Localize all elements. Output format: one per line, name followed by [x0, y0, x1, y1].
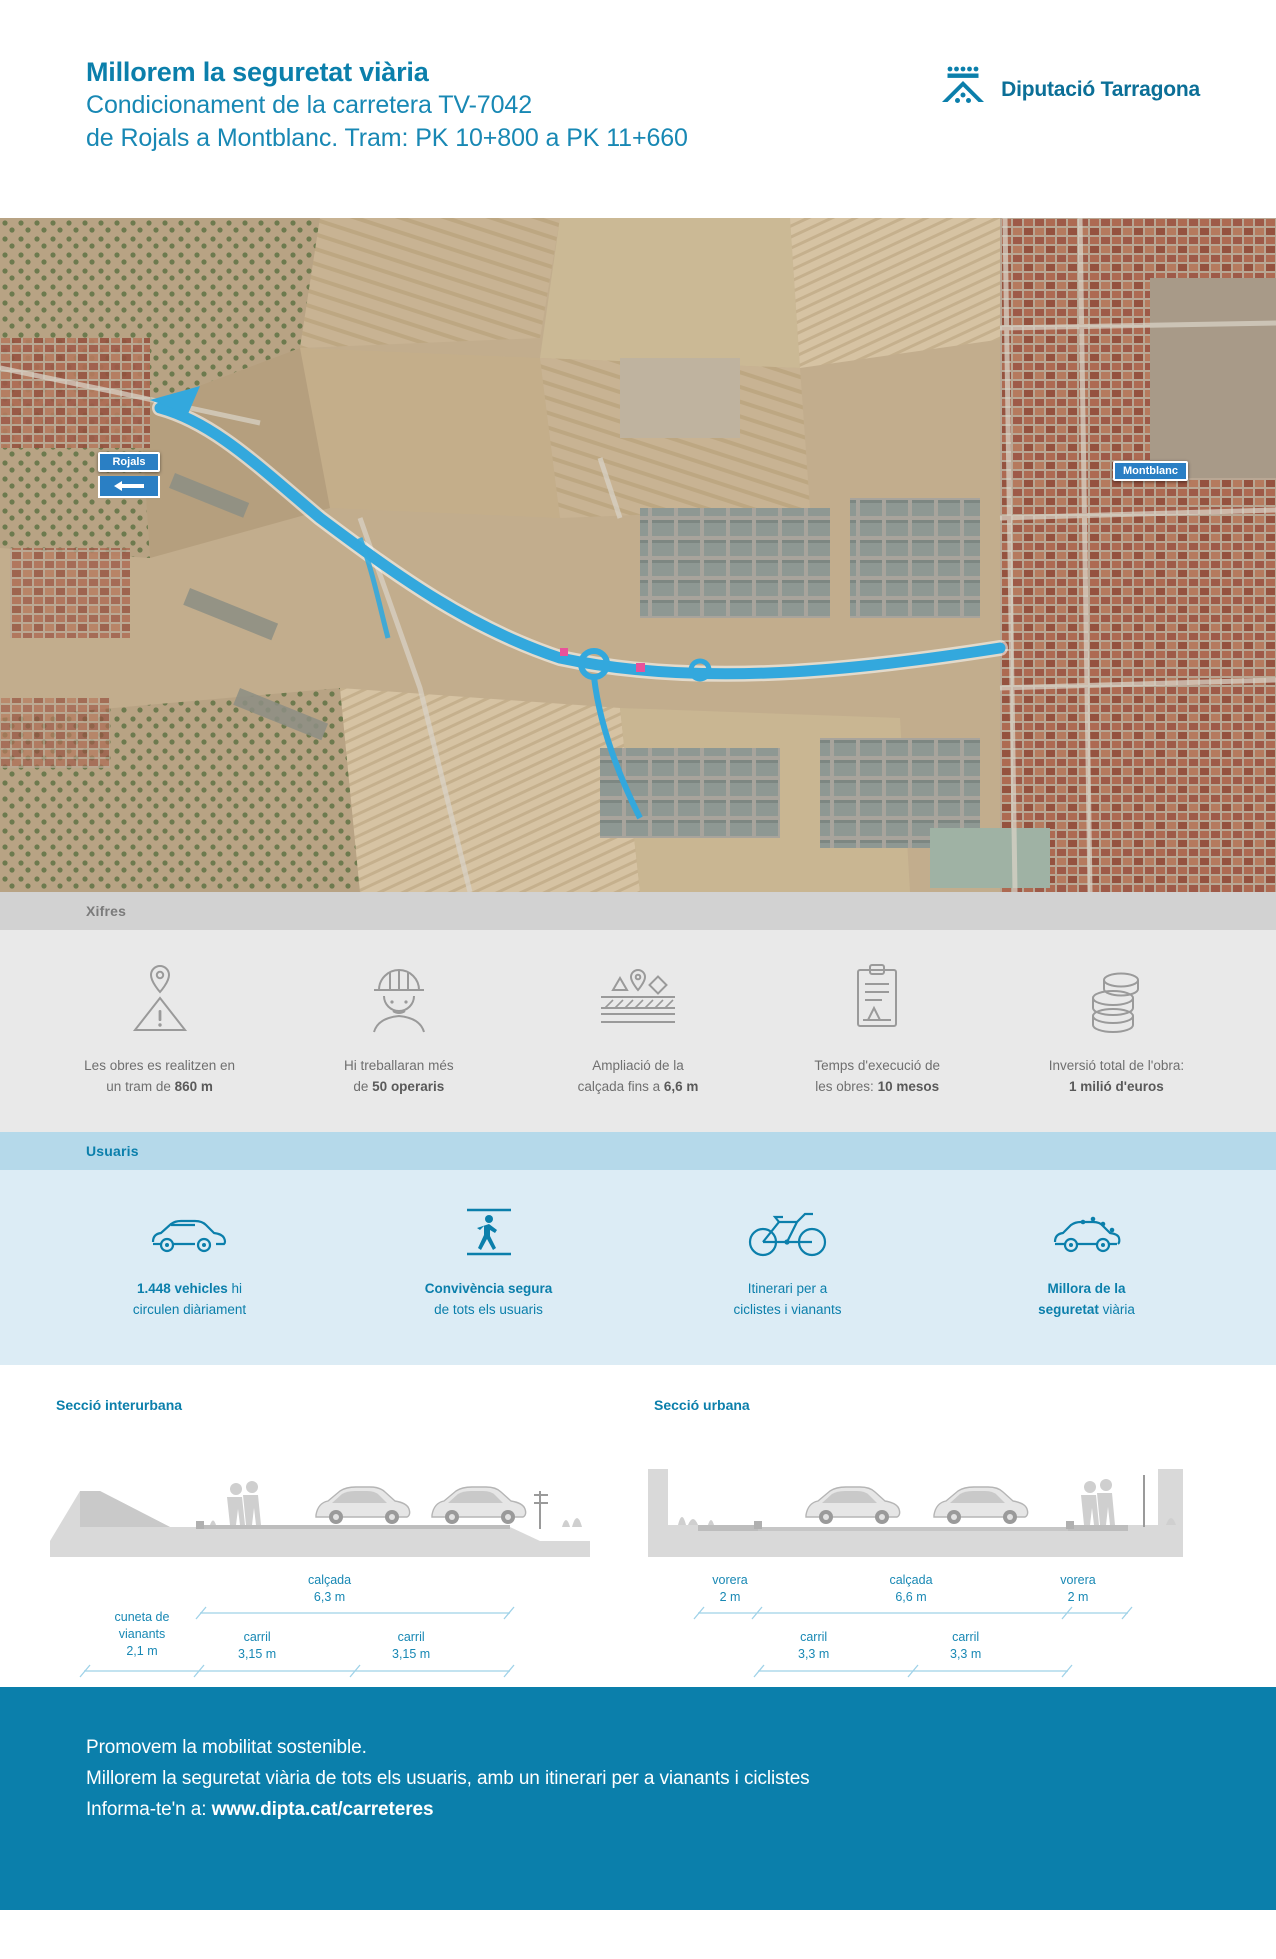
- user-item-vehicles: 1.448 vehicles hi circulen diàriament: [40, 1202, 339, 1321]
- clipboard-schedule-icon: [848, 960, 906, 1034]
- stats-row: Les obres es realitzen en un tram de 860…: [0, 930, 1276, 1132]
- stat-caption-highlight: 1 milió d'euros: [1069, 1078, 1164, 1094]
- user-caption: 1.448 vehicles hi circulen diàriament: [133, 1278, 246, 1321]
- band-usuaris-label: Usuaris: [86, 1142, 139, 1159]
- dim-calcada-urbana: calçada 6,6 m: [889, 1573, 933, 1604]
- user-caption-highlight: Millora de la: [1047, 1280, 1126, 1296]
- section-urbana: Secció urbana: [638, 1397, 1236, 1687]
- car-silhouette-3: [805, 1486, 901, 1525]
- stat-caption-line2: un tram de: [106, 1078, 175, 1094]
- user-caption-highlight-2: seguretat: [1038, 1302, 1099, 1318]
- stat-caption-line1: Temps d'execució de: [814, 1058, 941, 1073]
- section-interurbana-title: Secció interurbana: [56, 1397, 183, 1414]
- page-title: Millorem la seguretat viària: [86, 57, 429, 87]
- cross-sections: Secció interurbana: [0, 1365, 1276, 1688]
- stat-caption-highlight: 10 mesos: [877, 1078, 940, 1094]
- user-caption-line2: de tots els usuaris: [434, 1302, 543, 1318]
- route-highlight: [150, 386, 1008, 820]
- map-sign-rojals: Rojals: [98, 452, 160, 472]
- section-urbana-dimensions: [693, 1606, 1133, 1678]
- user-caption-line2: viària: [1098, 1302, 1135, 1318]
- footer: Promovem la mobilitat sostenible. Millor…: [0, 1687, 1276, 1911]
- coins-stack-icon: [1083, 960, 1149, 1034]
- stat-item-duration: Temps d'execució de les obres: 10 mesos: [758, 960, 997, 1098]
- road-distance-marker-icon: [129, 960, 191, 1034]
- user-caption-line2: ciclistes i vianants: [733, 1302, 842, 1318]
- user-caption: Convivència segura de tots els usuaris: [425, 1278, 553, 1321]
- stat-caption: Temps d'execució de les obres: 10 mesos: [814, 1056, 940, 1098]
- stat-caption-highlight: 50 operaris: [372, 1078, 445, 1094]
- construction-worker-icon: [366, 960, 432, 1034]
- pedestrian-crossing-icon: [459, 1202, 519, 1258]
- stat-caption-highlight: 860 m: [174, 1078, 213, 1094]
- car-silhouette-1: [315, 1486, 411, 1525]
- stat-item-widening: Ampliació de la calçada fins a 6,6 m: [518, 960, 757, 1098]
- stat-caption: Les obres es realitzen en un tram de 860…: [84, 1056, 235, 1098]
- diputacio-crown-logo-icon: [942, 66, 985, 103]
- logo-label: Diputació Tarragona: [1001, 78, 1200, 101]
- user-item-safety: Millora de la seguretat viària: [937, 1202, 1236, 1321]
- stat-caption-line1: Ampliació de la: [592, 1058, 684, 1073]
- subtitle-line-2: de Rojals a Montblanc. Tram: PK 10+800 a…: [86, 123, 688, 152]
- user-item-coexistence: Convivència segura de tots els usuaris: [339, 1202, 638, 1321]
- car-silhouette-4: [933, 1486, 1029, 1525]
- band-xifres-label: Xifres: [86, 903, 127, 919]
- stat-caption: Hi treballaran més de 50 operaris: [344, 1056, 454, 1098]
- footer-info-prefix: Informa-te'n a:: [86, 1798, 212, 1820]
- dim-calcada-interurbana: calçada 6,3 m: [308, 1573, 352, 1604]
- stat-item-distance: Les obres es realitzen en un tram de 860…: [40, 960, 279, 1098]
- stat-caption-line2: les obres:: [815, 1078, 878, 1094]
- users-row: 1.448 vehicles hi circulen diàriament Co…: [0, 1169, 1276, 1366]
- dim-carril-interurbana-2: carril 3,15 m: [392, 1630, 431, 1661]
- stat-caption-highlight: 6,6 m: [663, 1078, 699, 1094]
- stat-caption-line1: Les obres es realitzen en: [84, 1058, 236, 1073]
- footer-line-3: Informa-te'n a: www.dipta.cat/carreteres: [86, 1795, 1276, 1826]
- car-icon: [147, 1202, 233, 1258]
- subtitle-line-1: Condicionament de la carretera TV-7042: [86, 90, 533, 119]
- user-caption-line1: Itinerari per a: [747, 1280, 828, 1296]
- stat-caption-line1: Inversió total de l'obra:: [1048, 1058, 1185, 1073]
- user-caption: Millora de la seguretat viària: [1038, 1278, 1135, 1321]
- car-silhouette-2: [431, 1486, 527, 1525]
- user-caption-line1: hi: [227, 1280, 243, 1296]
- diputacio-tarragona-logo: Diputació Tarragona: [937, 64, 1200, 116]
- stat-caption: Inversió total de l'obra: 1 milió d'euro…: [1049, 1056, 1184, 1098]
- user-item-cyclists: Itinerari per a ciclistes i vianants: [638, 1202, 937, 1321]
- dim-vorera-right: vorera 2 m: [1060, 1573, 1096, 1604]
- stat-caption-line2: calçada fins a: [577, 1078, 664, 1094]
- bicycle-icon: [747, 1202, 829, 1258]
- header: Millorem la seguretat viària Condicionam…: [0, 0, 1276, 218]
- user-caption-line2: circulen diàriament: [132, 1302, 247, 1318]
- stat-item-investment: Inversió total de l'obra: 1 milió d'euro…: [997, 960, 1236, 1098]
- stat-caption-line1: Hi treballaran més: [344, 1058, 454, 1073]
- footer-line-2: Millorem la seguretat viària de tots els…: [86, 1767, 810, 1789]
- road-widening-icon: [595, 960, 681, 1034]
- dim-carril-urbana-1: carril 3,3 m: [798, 1630, 830, 1661]
- footer-line-1: Promovem la mobilitat sostenible.: [86, 1737, 367, 1759]
- section-urbana-title: Secció urbana: [654, 1397, 750, 1414]
- stat-caption-line2: de: [353, 1078, 373, 1094]
- map-image: [0, 218, 1276, 892]
- section-interurbana-drawing: [50, 1481, 590, 1558]
- stat-item-workers: Hi treballaran més de 50 operaris: [279, 960, 518, 1098]
- dim-cuneta-vianants: cuneta de vianants 2,1 m: [114, 1610, 170, 1658]
- aerial-map[interactable]: Rojals Montblanc: [0, 218, 1276, 892]
- user-caption-highlight: 1.448 vehicles: [136, 1280, 228, 1296]
- section-interurbana-dimensions: [79, 1606, 515, 1678]
- dim-carril-interurbana-1: carril 3,15 m: [238, 1630, 277, 1661]
- safe-car-icon: [1047, 1202, 1127, 1258]
- map-sign-rojals-left-arrow-icon: [98, 476, 160, 498]
- section-interurbana: Secció interurbana: [40, 1397, 638, 1687]
- band-xifres: Xifres: [0, 892, 1276, 930]
- band-usuaris: Usuaris: [0, 1131, 1276, 1170]
- footer-url[interactable]: www.dipta.cat/carreteres: [211, 1798, 434, 1820]
- dim-vorera-left: vorera 2 m: [712, 1573, 748, 1604]
- dim-carril-urbana-2: carril 3,3 m: [950, 1630, 982, 1661]
- stat-caption: Ampliació de la calçada fins a 6,6 m: [578, 1056, 699, 1098]
- map-sign-montblanc: Montblanc: [1113, 461, 1188, 481]
- user-caption-highlight: Convivència segura: [424, 1280, 553, 1296]
- user-caption: Itinerari per a ciclistes i vianants: [733, 1278, 841, 1321]
- section-urbana-drawing: [648, 1469, 1183, 1558]
